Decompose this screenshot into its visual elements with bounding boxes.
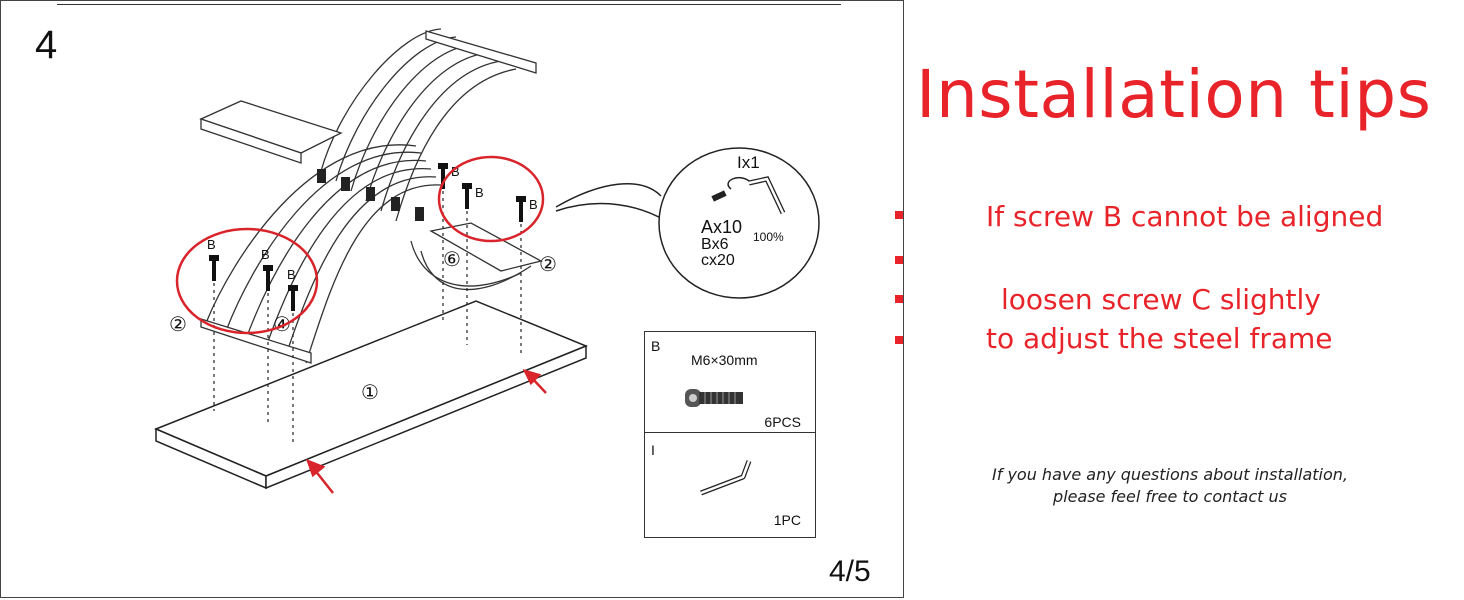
right-frame bbox=[320, 28, 537, 291]
page-indicator: 4/5 bbox=[829, 555, 871, 588]
allen-key-pictogram bbox=[700, 460, 752, 496]
screw-label: B bbox=[261, 247, 270, 262]
screws bbox=[209, 163, 526, 311]
bullet-marker bbox=[895, 211, 903, 219]
bolt-pictogram bbox=[685, 389, 743, 407]
part-number: ② bbox=[539, 252, 557, 276]
contact-note-line-2: please feel free to contact us bbox=[1053, 487, 1287, 506]
legend-screw-spec: M6×30mm bbox=[691, 352, 758, 368]
bullet-marker bbox=[895, 336, 903, 344]
assembly-illustration: B B B B B B ① ② ② ④ ⑥ bbox=[154, 28, 820, 496]
tip-line-1: If screw B cannot be aligned bbox=[986, 200, 1384, 233]
part-number: ⑥ bbox=[443, 247, 461, 271]
screw-label: B bbox=[529, 197, 538, 212]
callout-part-c: cx20 bbox=[701, 252, 735, 269]
tips-title: Installation tips bbox=[916, 56, 1432, 133]
instruction-panel: 4 bbox=[0, 0, 904, 598]
highlight-circle-left bbox=[175, 227, 319, 335]
screw-label-B: B B B B B B bbox=[207, 164, 538, 282]
bullet-marker bbox=[895, 295, 903, 303]
screw-label: B bbox=[287, 267, 296, 282]
callout-bubble bbox=[658, 147, 820, 299]
part-number: ④ bbox=[273, 312, 291, 336]
screw-icon bbox=[711, 190, 727, 202]
bottom-plate bbox=[429, 222, 543, 272]
screw-label: B bbox=[207, 237, 216, 252]
step-number: 4 bbox=[35, 23, 58, 67]
callout-tool-label: Ix1 bbox=[737, 153, 760, 172]
part-numbers: ① ② ② ④ ⑥ bbox=[169, 247, 557, 404]
top-divider bbox=[57, 4, 841, 5]
contact-note: If you have any questions about installa… bbox=[950, 464, 1390, 508]
bullet-marker bbox=[895, 256, 903, 264]
callout-torque: 100% bbox=[753, 230, 784, 244]
callout-part-a: Ax10 bbox=[701, 217, 743, 237]
part-number: ① bbox=[361, 380, 379, 404]
rotate-arrow-icon bbox=[727, 177, 750, 190]
legend-row-screw: B M6×30mm 6PCS bbox=[645, 332, 815, 433]
legend-key-tag: I bbox=[651, 442, 655, 458]
highlight-circle-right bbox=[437, 155, 545, 243]
contact-note-line-1: If you have any questions about installa… bbox=[992, 465, 1348, 484]
legend-screw-qty: 6PCS bbox=[764, 414, 801, 430]
callout-pointer bbox=[555, 183, 662, 208]
base-board bbox=[154, 300, 588, 490]
connectors bbox=[317, 169, 424, 221]
legend-key-qty: 1PC bbox=[773, 512, 801, 528]
screw-label: B bbox=[451, 164, 460, 179]
legend-screw-tag: B bbox=[651, 338, 661, 354]
top-shelf bbox=[199, 100, 343, 164]
tip-line-3: to adjust the steel frame bbox=[986, 322, 1333, 355]
tip-line-2: loosen screw C slightly bbox=[1001, 283, 1321, 316]
part-number: ② bbox=[169, 312, 187, 336]
callout-part-b: Bx6 bbox=[701, 236, 729, 253]
red-arrows bbox=[305, 369, 547, 494]
left-frame bbox=[200, 144, 442, 364]
screw-label: B bbox=[475, 185, 484, 200]
parts-legend: B M6×30mm 6PCS I 1PC bbox=[644, 331, 816, 538]
